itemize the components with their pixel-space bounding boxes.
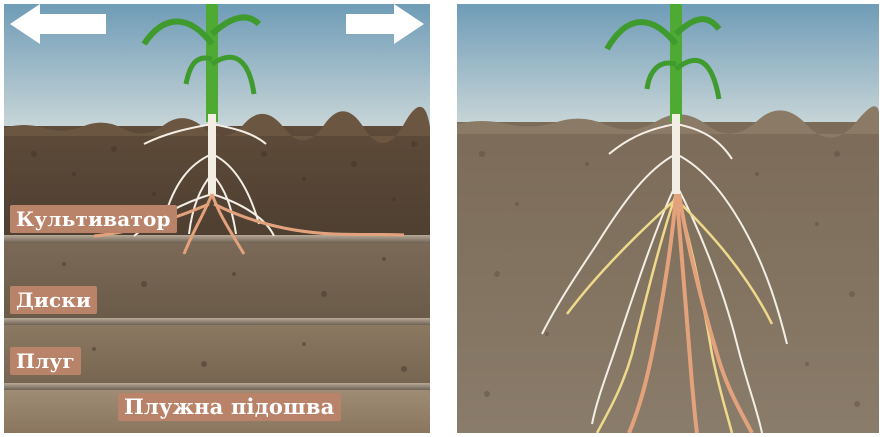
soil (457, 122, 879, 433)
arrow-right-icon (346, 4, 424, 44)
plow-label: Плуг (10, 347, 81, 375)
cultivator-plate (4, 235, 430, 243)
discs-label: Диски (10, 286, 97, 314)
disc-plate (4, 318, 430, 325)
loose-soil-illustration (457, 4, 879, 433)
plow-plate (4, 383, 430, 390)
left-image-panel: Культиватор Диски Плуг Плужна підошва (4, 4, 430, 433)
plow-pan-label: Плужна підошва (118, 393, 341, 421)
arrow-left-icon (10, 4, 106, 44)
cultivator-label: Культиватор (10, 205, 177, 233)
right-image-panel (457, 4, 879, 433)
